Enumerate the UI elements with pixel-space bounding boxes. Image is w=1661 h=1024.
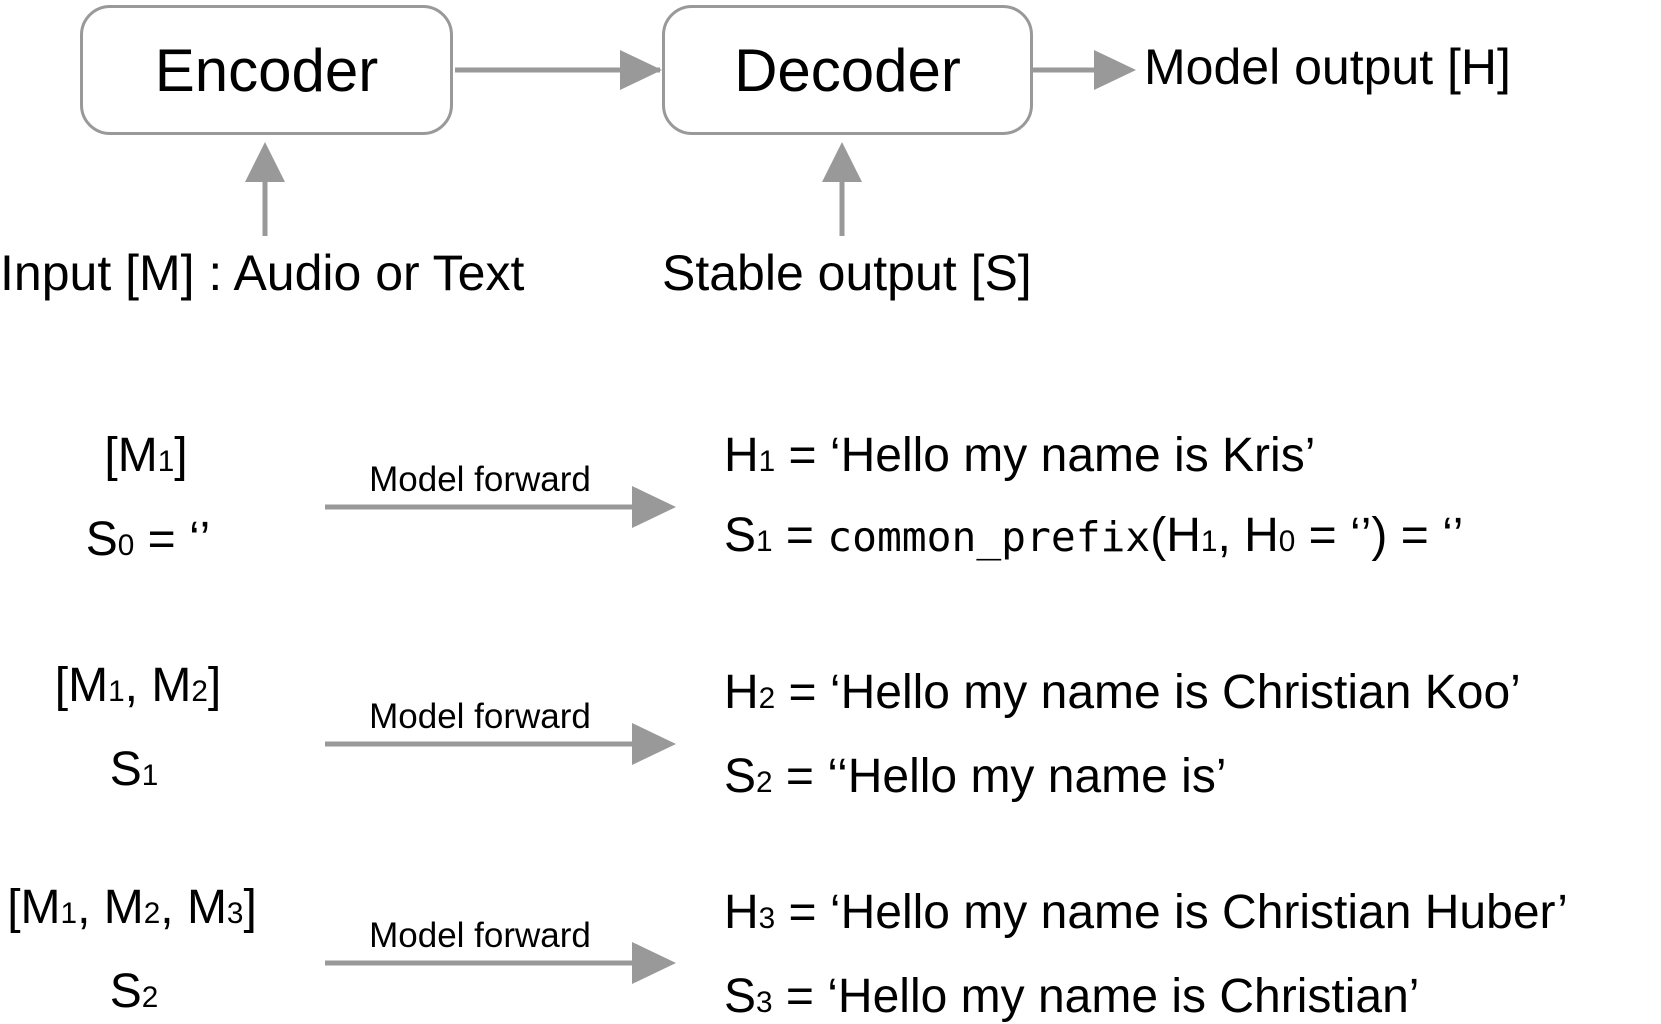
step3-model-forward-label: Model forward: [369, 916, 591, 955]
decoder-box: Decoder: [662, 5, 1033, 135]
step3-hypothesis: H3 = ‘Hello my name is Christian Huber’: [724, 886, 1568, 939]
step1-state: S0 = ‘’: [85, 513, 211, 566]
model-forward-arrowhead-1: [632, 486, 676, 528]
step3-state: S2: [109, 965, 159, 1018]
step1-hypothesis: H1 = ‘Hello my name is Kris’: [724, 429, 1316, 482]
step1-model-forward-label: Model forward: [369, 460, 591, 499]
common-prefix-function: common_prefix: [827, 513, 1151, 561]
decoder-label: Decoder: [734, 36, 961, 104]
step2-stable: S2 = ‘‘Hello my name is’: [724, 750, 1227, 803]
input-to-encoder-arrowhead: [245, 142, 285, 182]
stable-output-label: Stable output [S]: [662, 245, 1032, 301]
step2-input: [M1, M2]: [54, 659, 222, 712]
step1-input: [M1]: [104, 429, 188, 482]
model-forward-arrowhead-2: [632, 723, 676, 765]
step3-stable: S3 = ‘Hello my name is Christian’: [724, 970, 1420, 1023]
model-forward-arrowhead-3: [632, 942, 676, 984]
step2-state: S1: [109, 743, 159, 796]
stable-to-decoder-arrowhead: [822, 142, 862, 182]
step1-stable: S1 = common_prefix(H1, H0 = ‘’) = ‘’: [724, 509, 1464, 562]
encoder-to-decoder-arrowhead: [620, 50, 662, 90]
step2-hypothesis: H2 = ‘Hello my name is Christian Koo’: [724, 666, 1521, 719]
input-label: Input [M] : Audio or Text: [0, 245, 525, 301]
encoder-box: Encoder: [80, 5, 453, 135]
step3-input: [M1, M2, M3]: [7, 881, 257, 934]
encoder-label: Encoder: [154, 36, 379, 104]
step2-model-forward-label: Model forward: [369, 697, 591, 736]
decoder-to-output-arrowhead: [1094, 50, 1136, 90]
model-output-label: Model output [H]: [1144, 39, 1511, 95]
